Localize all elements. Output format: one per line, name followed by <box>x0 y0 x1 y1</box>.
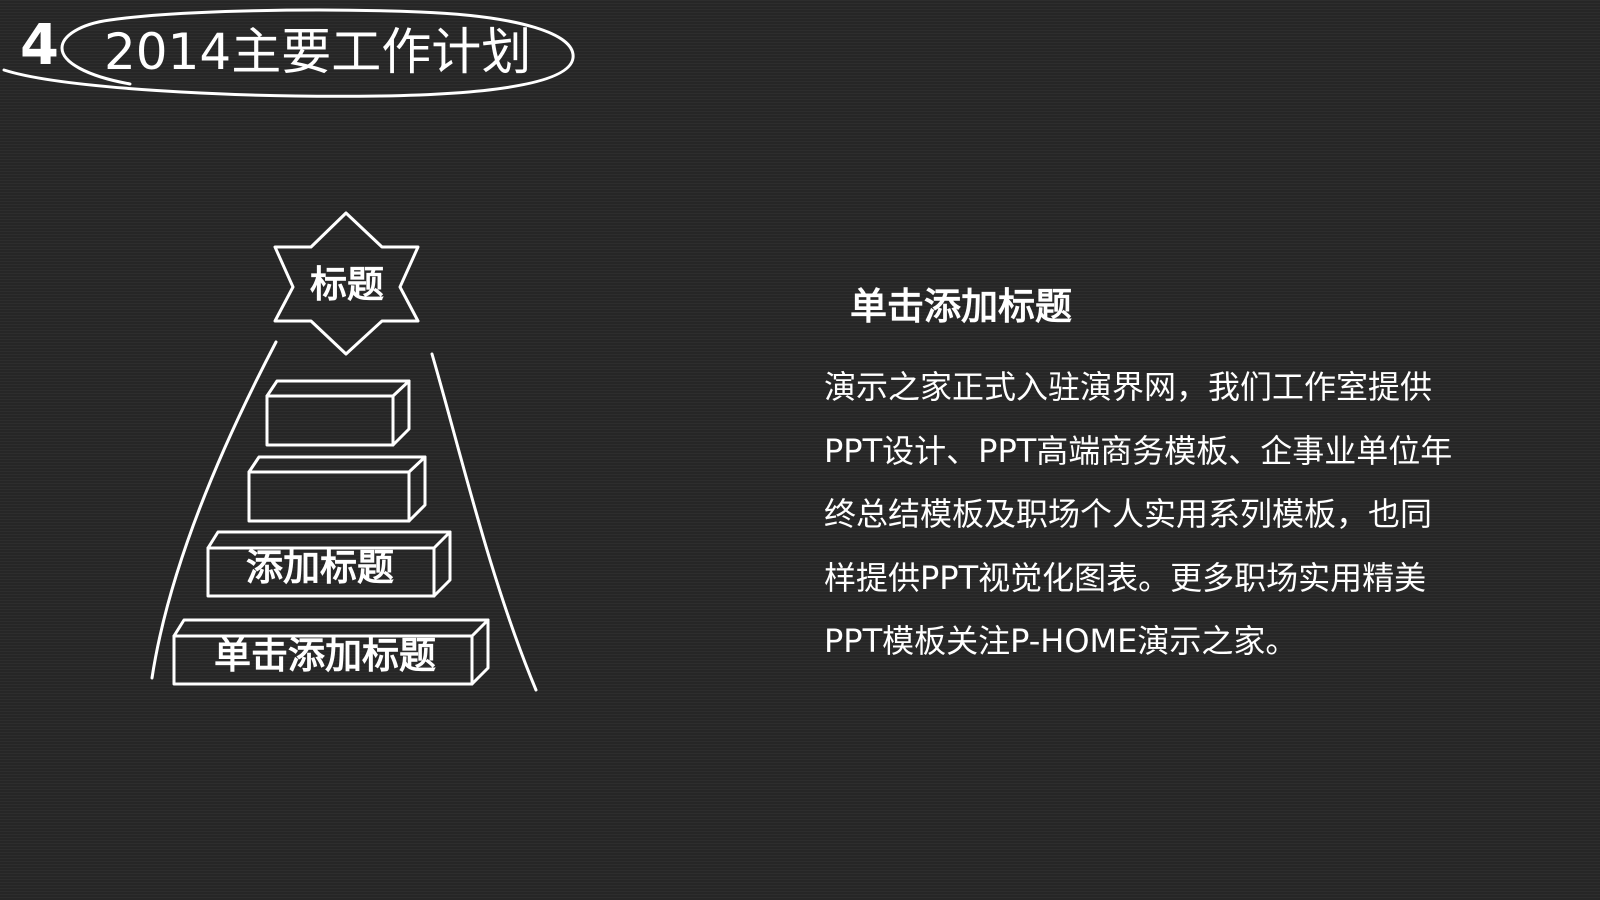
star-outline <box>273 211 420 356</box>
content-heading: 单击添加标题 <box>850 285 1072 328</box>
page-title: 2014主要工作计划 <box>104 23 532 81</box>
block-3 <box>206 530 452 598</box>
body-line: PPT设计、PPT高端商务模板、企事业单位年 <box>824 431 1453 470</box>
star-label: 标题 <box>310 263 384 306</box>
right-curve <box>430 352 538 692</box>
pyramid-diagram <box>150 211 538 692</box>
content-body: 演示之家正式入驻演界网，我们工作室提供 PPT设计、PPT高端商务模板、企事业单… <box>824 356 1544 674</box>
body-line: PPT模板关注P-HOME演示之家。 <box>824 622 1298 660</box>
block-4 <box>172 618 490 686</box>
title-oval-outline <box>2 8 575 98</box>
pyramid-block-label: 添加标题 <box>246 546 394 589</box>
left-curve <box>150 340 278 680</box>
pyramid-block-label: 单击添加标题 <box>214 634 436 677</box>
block-2 <box>247 455 427 523</box>
body-line: 终总结模板及职场个人实用系列模板，也同 <box>824 495 1433 533</box>
body-line: 演示之家正式入驻演界网，我们工作室提供 <box>824 368 1433 406</box>
section-number: 4 <box>20 13 59 78</box>
block-1 <box>265 379 411 447</box>
body-line: 样提供PPT视觉化图表。更多职场实用精美 <box>824 558 1427 597</box>
